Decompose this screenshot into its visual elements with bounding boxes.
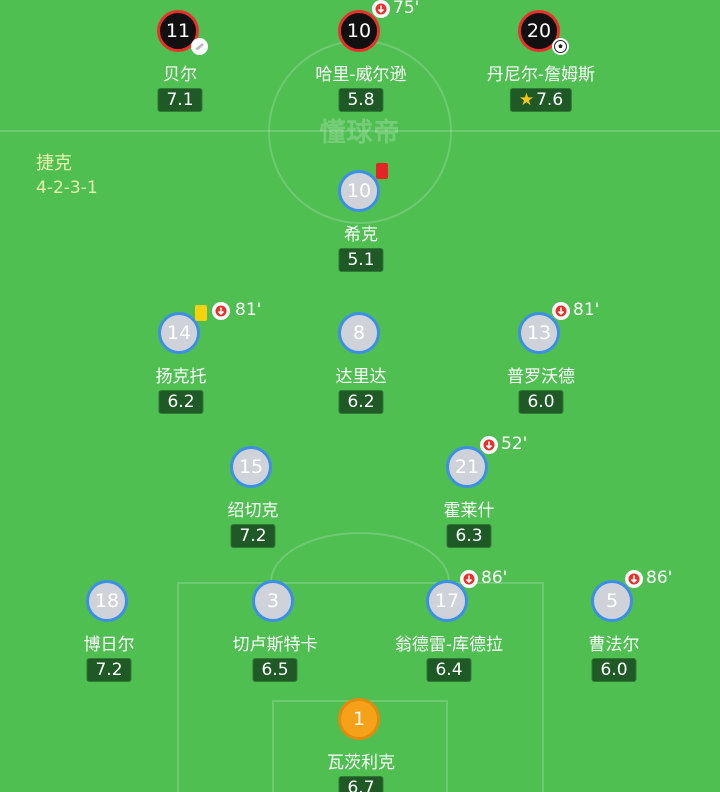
player-name: 贝尔 <box>163 65 197 85</box>
jersey-number: 5 <box>591 580 633 622</box>
player-name: 普罗沃德 <box>507 367 575 387</box>
player-name: 曹法尔 <box>588 635 640 655</box>
player-name: 哈里-威尔逊 <box>315 65 407 85</box>
player-name: 霍莱什 <box>443 501 495 521</box>
jersey-number: 18 <box>86 580 128 622</box>
player-rating: 7.2 <box>86 658 132 682</box>
opponent-player[interactable]: 20 丹尼尔-詹姆斯 ★7.6 <box>461 10 621 122</box>
jersey-number: 15 <box>230 446 272 488</box>
watermark: 懂球帝 <box>319 118 401 148</box>
player-rating: 6.4 <box>426 658 472 682</box>
sub-out-icon <box>625 570 643 588</box>
player-name: 绍切克 <box>227 501 279 521</box>
player[interactable]: 15 绍切克 7.2 <box>173 446 333 558</box>
player-name: 切卢斯特卡 <box>232 635 318 655</box>
player-name: 希克 <box>344 225 378 245</box>
sub-out-icon <box>460 570 478 588</box>
player-name: 博日尔 <box>83 635 135 655</box>
jersey-number: 17 <box>426 580 468 622</box>
player[interactable]: 8 达里达 6.2 <box>281 312 441 424</box>
player[interactable]: 13 81' 普罗沃德 6.0 <box>461 300 621 424</box>
jersey-number: 8 <box>338 312 380 354</box>
jersey-number: 1 <box>338 698 380 740</box>
team-name: 捷克 <box>36 153 72 174</box>
jersey-number: 10 <box>338 170 380 212</box>
player-rating: ★7.6 <box>509 88 573 112</box>
sub-out-icon <box>480 436 498 454</box>
player-name: 翁德雷-库德拉 <box>394 635 504 655</box>
red-card-icon <box>376 163 388 179</box>
sub-time: 86' <box>481 568 508 588</box>
assist-boot-icon <box>191 38 208 55</box>
goalkeeper[interactable]: 1 瓦茨利克 6.7 <box>281 698 441 792</box>
player[interactable]: 17 86' 翁德雷-库德拉 6.4 <box>369 568 529 692</box>
sub-out-icon <box>552 302 570 320</box>
jersey-number: 3 <box>252 580 294 622</box>
jersey-number: 11 <box>157 10 199 52</box>
player-rating: 7.1 <box>157 88 203 112</box>
sub-out-icon <box>212 302 230 320</box>
goal-ball-icon <box>552 38 569 55</box>
player-name: 达里达 <box>335 367 387 387</box>
jersey-number: 10 <box>338 10 380 52</box>
player-name: 扬克托 <box>155 367 207 387</box>
player-rating: 6.5 <box>252 658 298 682</box>
penalty-area <box>177 582 544 792</box>
yellow-card-icon <box>195 305 207 321</box>
jersey-number: 13 <box>518 312 560 354</box>
player[interactable]: 10 希克 5.1 <box>281 163 441 282</box>
sub-out-icon <box>372 0 390 18</box>
star-icon: ★ <box>518 90 535 110</box>
player-rating: 6.0 <box>518 390 564 414</box>
player-rating: 5.8 <box>338 88 384 112</box>
jersey-number: 14 <box>158 312 200 354</box>
player[interactable]: 5 86' 曹法尔 6.0 <box>534 568 694 692</box>
opponent-player[interactable]: 11 贝尔 7.1 <box>100 10 260 122</box>
player-rating: 5.1 <box>338 248 384 272</box>
player-rating: 6.7 <box>338 776 384 792</box>
formation: 4-2-3-1 <box>36 178 98 198</box>
player-rating: 7.2 <box>230 524 276 548</box>
sub-time: 81' <box>235 300 262 320</box>
player-name: 瓦茨利克 <box>327 753 395 773</box>
sub-time: 52' <box>501 434 528 454</box>
player-rating: 6.2 <box>338 390 384 414</box>
player[interactable]: 14 81' 扬克托 6.2 <box>101 300 261 424</box>
player[interactable]: 21 52' 霍莱什 6.3 <box>389 434 549 558</box>
player-name: 丹尼尔-詹姆斯 <box>486 65 596 85</box>
sub-time: 81' <box>573 300 600 320</box>
player[interactable]: 18 博日尔 7.2 <box>29 580 189 692</box>
player-rating: 6.3 <box>446 524 492 548</box>
jersey-number: 21 <box>446 446 488 488</box>
player[interactable]: 3 切卢斯特卡 6.5 <box>195 580 355 692</box>
opponent-player[interactable]: 10 75' 哈里-威尔逊 5.8 <box>281 0 441 122</box>
sub-time: 75' <box>393 0 420 18</box>
player-rating: 6.0 <box>591 658 637 682</box>
sub-time: 86' <box>646 568 673 588</box>
player-rating: 6.2 <box>158 390 204 414</box>
